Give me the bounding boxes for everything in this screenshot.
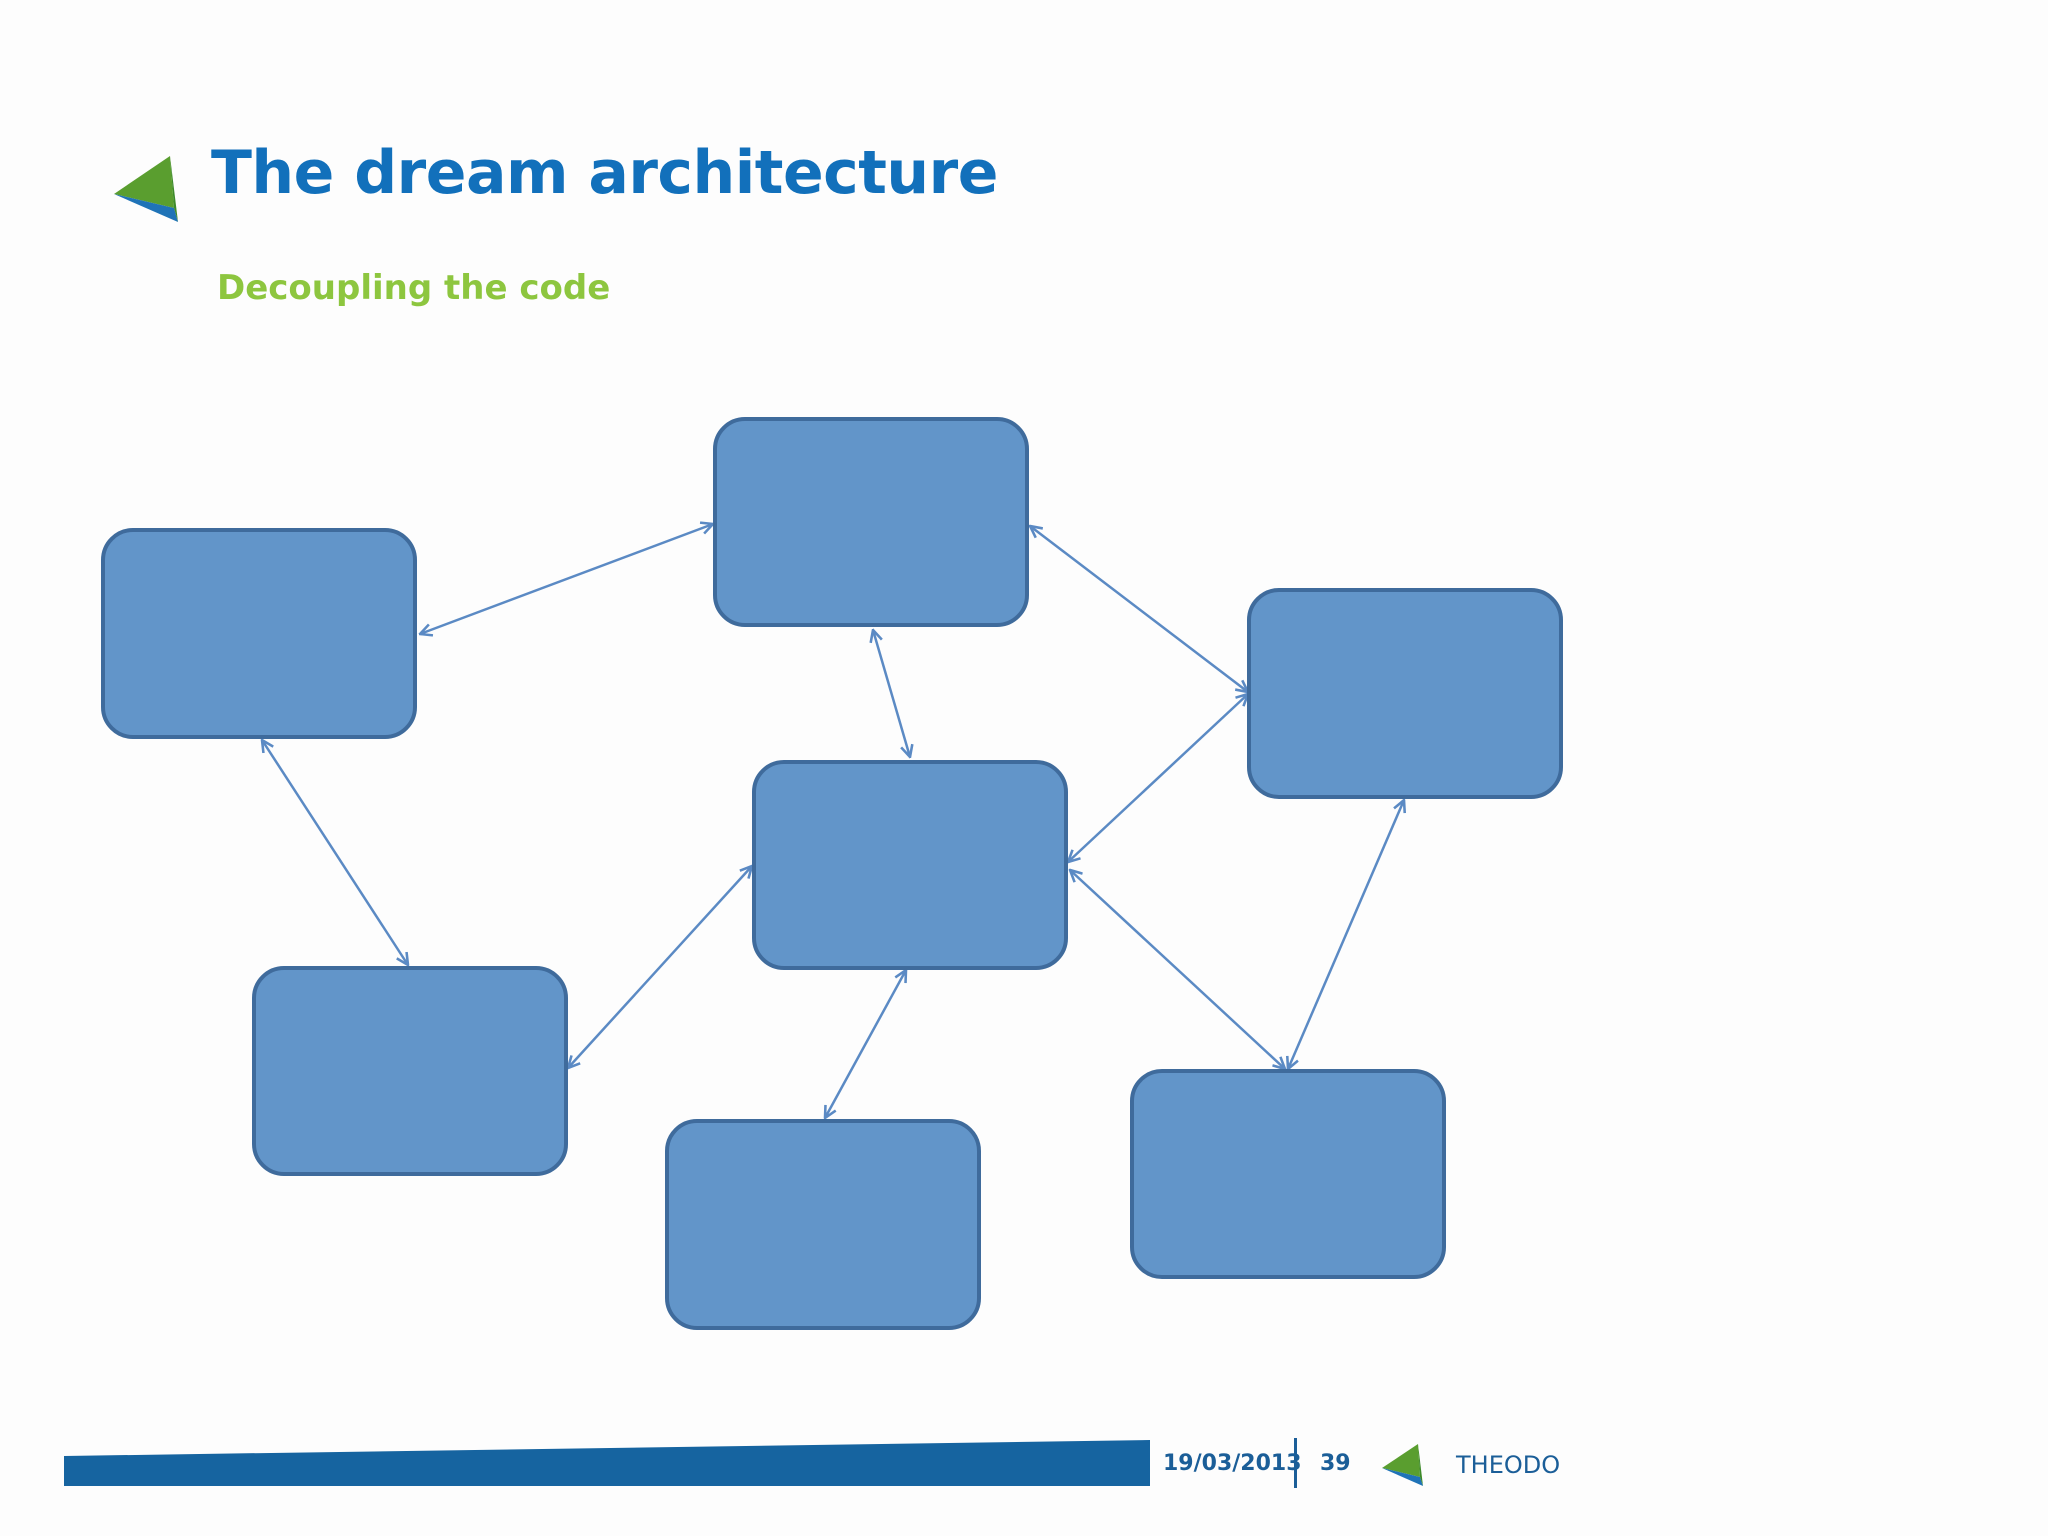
edge-top-center-to-center [873, 630, 910, 757]
edge-center-to-right-bottom [1070, 870, 1285, 1069]
theodo-triangle-logo-icon [1382, 1444, 1423, 1486]
box-right-bottom [1130, 1069, 1446, 1279]
theodo-triangle-logo-icon [114, 156, 178, 222]
box-center [752, 760, 1068, 970]
edge-center-to-bottom-center [825, 970, 906, 1118]
footer-brand: THEODO [1456, 1451, 1561, 1479]
footer-separator [1294, 1438, 1297, 1488]
diagram-nodes [101, 417, 1563, 1330]
box-right-top [1247, 588, 1563, 799]
slide-subtitle: Decoupling the code [217, 268, 611, 308]
edge-left-top-to-left-bottom [262, 740, 408, 965]
box-left-bottom [252, 966, 568, 1176]
edge-center-to-left-bottom [568, 866, 752, 1068]
edge-top-center-to-right-top [1030, 526, 1248, 692]
box-left-top [101, 528, 417, 739]
box-bottom-center [665, 1119, 981, 1330]
edge-left-top-to-top-center [420, 524, 713, 634]
box-top-center [713, 417, 1029, 627]
edge-right-top-to-right-bottom [1288, 800, 1404, 1069]
footer-date: 19/03/2013 [1163, 1451, 1302, 1476]
footer-page-number: 39 [1320, 1451, 1351, 1476]
diagram-edges [262, 524, 1404, 1118]
slide-title: The dream architecture [211, 138, 998, 208]
edge-right-top-to-center [1068, 694, 1248, 862]
